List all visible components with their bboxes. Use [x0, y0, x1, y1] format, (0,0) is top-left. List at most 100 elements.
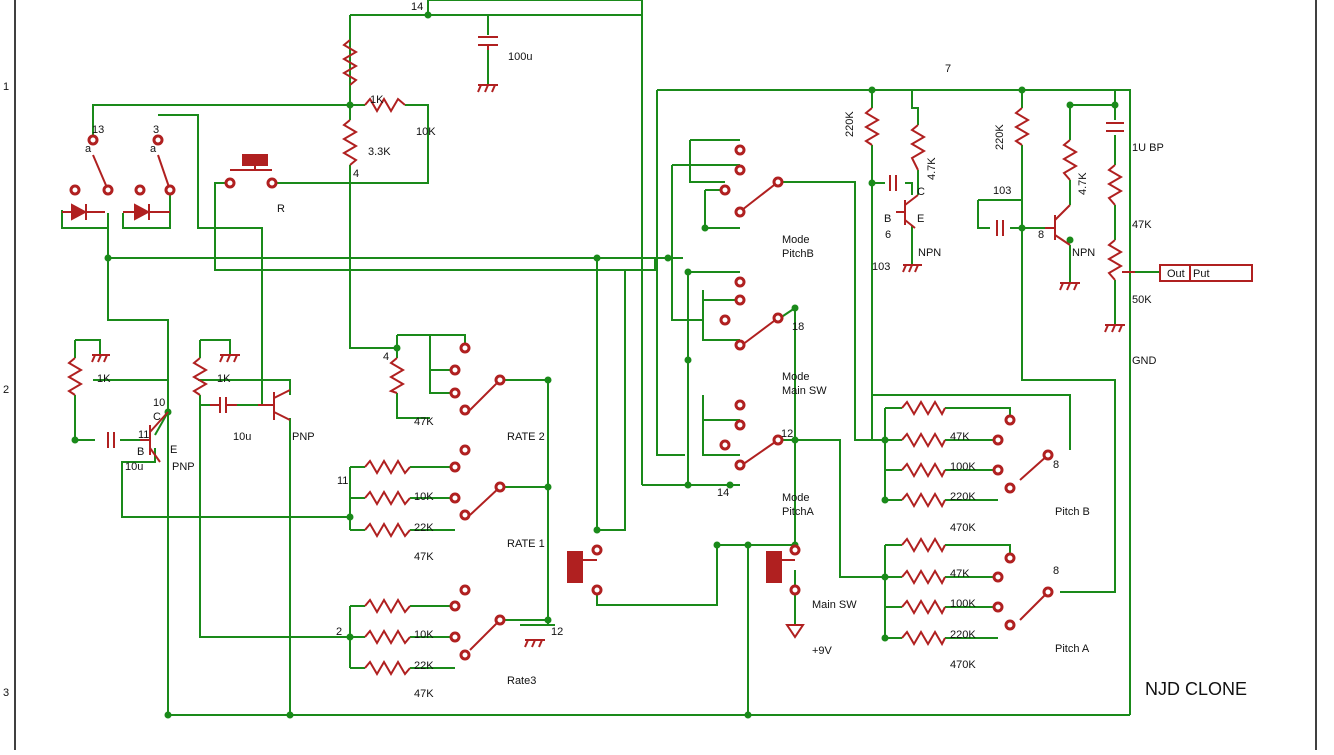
- label-cap-10u-left: 10u: [125, 461, 143, 473]
- resistor-pa-a: [901, 537, 946, 554]
- footswitch-main: [766, 551, 795, 583]
- label-t3-n: 6: [885, 229, 891, 241]
- push-button-r: [230, 154, 272, 171]
- resistor-rate1-c: [364, 522, 411, 538]
- diode-left-2: [123, 203, 170, 221]
- label-t1-c: C: [153, 411, 161, 423]
- capacitor-103-a: [889, 175, 897, 191]
- label-r-47k-r3: 47K: [414, 688, 434, 700]
- label-r-47k-rate2: 47K: [414, 416, 434, 428]
- label-n4-mid: 4: [383, 351, 389, 363]
- resistor-47k-rate2: [388, 357, 405, 394]
- label-n4-top: 4: [353, 168, 359, 180]
- label-n14-top: 14: [411, 1, 423, 13]
- label-r4-7k-b: 4.7K: [1077, 172, 1089, 195]
- transistor-pnp-left: [140, 411, 169, 463]
- label-t1-n: 11: [138, 429, 149, 441]
- output-jack-box: [1159, 264, 1253, 282]
- resistor-4-7k-b: [1062, 139, 1078, 181]
- resistor-pb-a: [901, 400, 946, 417]
- resistor-4-7k-a: [910, 124, 926, 171]
- label-r-10k-r3: 10K: [414, 629, 434, 641]
- label-t3-type: NPN: [918, 247, 941, 259]
- label-mode-main-2: Main SW: [782, 385, 827, 397]
- component-labels: 14 100u 1K 3.3K 10K 4 13 3 a a R 1K 1K 1…: [85, 1, 1247, 700]
- capacitor-10u-left: [107, 432, 115, 448]
- resistor-220k-a: [864, 107, 880, 146]
- capacitor-10u-mid: [210, 397, 237, 413]
- capacitor-1u-bp: [1106, 122, 1124, 132]
- label-t3-b: B: [884, 213, 891, 225]
- label-sw13: 13: [92, 124, 104, 136]
- label-rate3: Rate3: [507, 675, 536, 687]
- label-r-47k-out: 47K: [1132, 219, 1152, 231]
- label-pitch-b: Pitch B: [1055, 506, 1090, 518]
- capacitor-103-b: [996, 220, 1004, 236]
- label-cap-100u: 100u: [508, 51, 532, 63]
- resistor-47k-out: [1107, 164, 1123, 206]
- label-r-3-3k: 3.3K: [368, 146, 391, 158]
- label-mode-pitcha-2: PitchA: [782, 506, 814, 518]
- capacitor-100u: [478, 36, 498, 50]
- label-t1-b: B: [137, 446, 144, 458]
- resistor-pa-b: [901, 569, 946, 586]
- margin-number-2: 2: [3, 384, 9, 396]
- diode-left-1: [62, 203, 105, 221]
- label-mode-pitchb-1: Mode: [782, 234, 810, 246]
- label-cap-103-b: 103: [993, 185, 1011, 197]
- label-r220k-a: 220K: [844, 111, 856, 137]
- label-out-2: Put: [1193, 268, 1210, 280]
- label-rate1: RATE 1: [507, 538, 545, 550]
- potentiometer-50k: [1107, 239, 1123, 281]
- label-mode-pitcha-1: Mode: [782, 492, 810, 504]
- label-pb-47k: 47K: [950, 431, 970, 443]
- resistor-pb-b: [901, 432, 946, 449]
- label-r220k-b: 220K: [994, 124, 1006, 150]
- label-pa-47k: 47K: [950, 568, 970, 580]
- transistor-pnp-mid: [258, 389, 291, 421]
- label-n18: 18: [792, 321, 804, 333]
- label-r-22k-r1: 22K: [414, 522, 434, 534]
- label-n12-mode: 12: [781, 428, 793, 440]
- label-cap-1u-bp: 1U BP: [1132, 142, 1164, 154]
- junction-dots: [71, 11, 1119, 719]
- label-n12-rate: 12: [551, 626, 563, 638]
- resistor-1k-top: [364, 97, 406, 113]
- label-pb-220k: 220K: [950, 491, 976, 503]
- label-r-1k-left: 1K: [97, 373, 111, 385]
- label-t1-type: PNP: [172, 461, 195, 473]
- label-cap-103-a: 103: [872, 261, 890, 273]
- transistor-npn-a: [896, 194, 919, 229]
- margin-number-3: 3: [3, 687, 9, 699]
- resistor-top-vertical: [342, 39, 358, 86]
- label-r-10k-r1: 10K: [414, 491, 434, 503]
- resistor-pb-c: [901, 462, 946, 479]
- label-n11: 11: [337, 475, 348, 487]
- label-pot-50k: 50K: [1132, 294, 1152, 306]
- label-pitch-a: Pitch A: [1055, 643, 1090, 655]
- label-mode-main-1: Mode: [782, 371, 810, 383]
- transistor-npn-b: [1045, 204, 1071, 246]
- label-cap-10u-mid: 10u: [233, 431, 251, 443]
- label-rate2: RATE 2: [507, 431, 545, 443]
- resistor-rate3-c: [364, 660, 411, 676]
- label-btn-r: R: [277, 203, 285, 215]
- label-n2: 2: [336, 626, 342, 638]
- resistor-rate1-a: [364, 459, 411, 475]
- label-sw-a1: a: [85, 143, 92, 155]
- label-r-22k-r3: 22K: [414, 660, 434, 672]
- label-pb-n: 8: [1053, 459, 1059, 471]
- components: [62, 36, 1253, 676]
- resistor-rate3-b: [364, 629, 411, 645]
- resistor-rate3-a: [364, 598, 411, 614]
- label-sw3: 3: [153, 124, 159, 136]
- resistor-rate1-b: [364, 490, 411, 506]
- schematic-title: NJD CLONE: [1145, 679, 1247, 699]
- label-pb-470k: 470K: [950, 522, 976, 534]
- label-r-1k-mid: 1K: [217, 373, 231, 385]
- resistor-pb-d: [901, 492, 946, 509]
- label-r4-7k-a: 4.7K: [926, 157, 938, 180]
- label-t2-type: PNP: [292, 431, 315, 443]
